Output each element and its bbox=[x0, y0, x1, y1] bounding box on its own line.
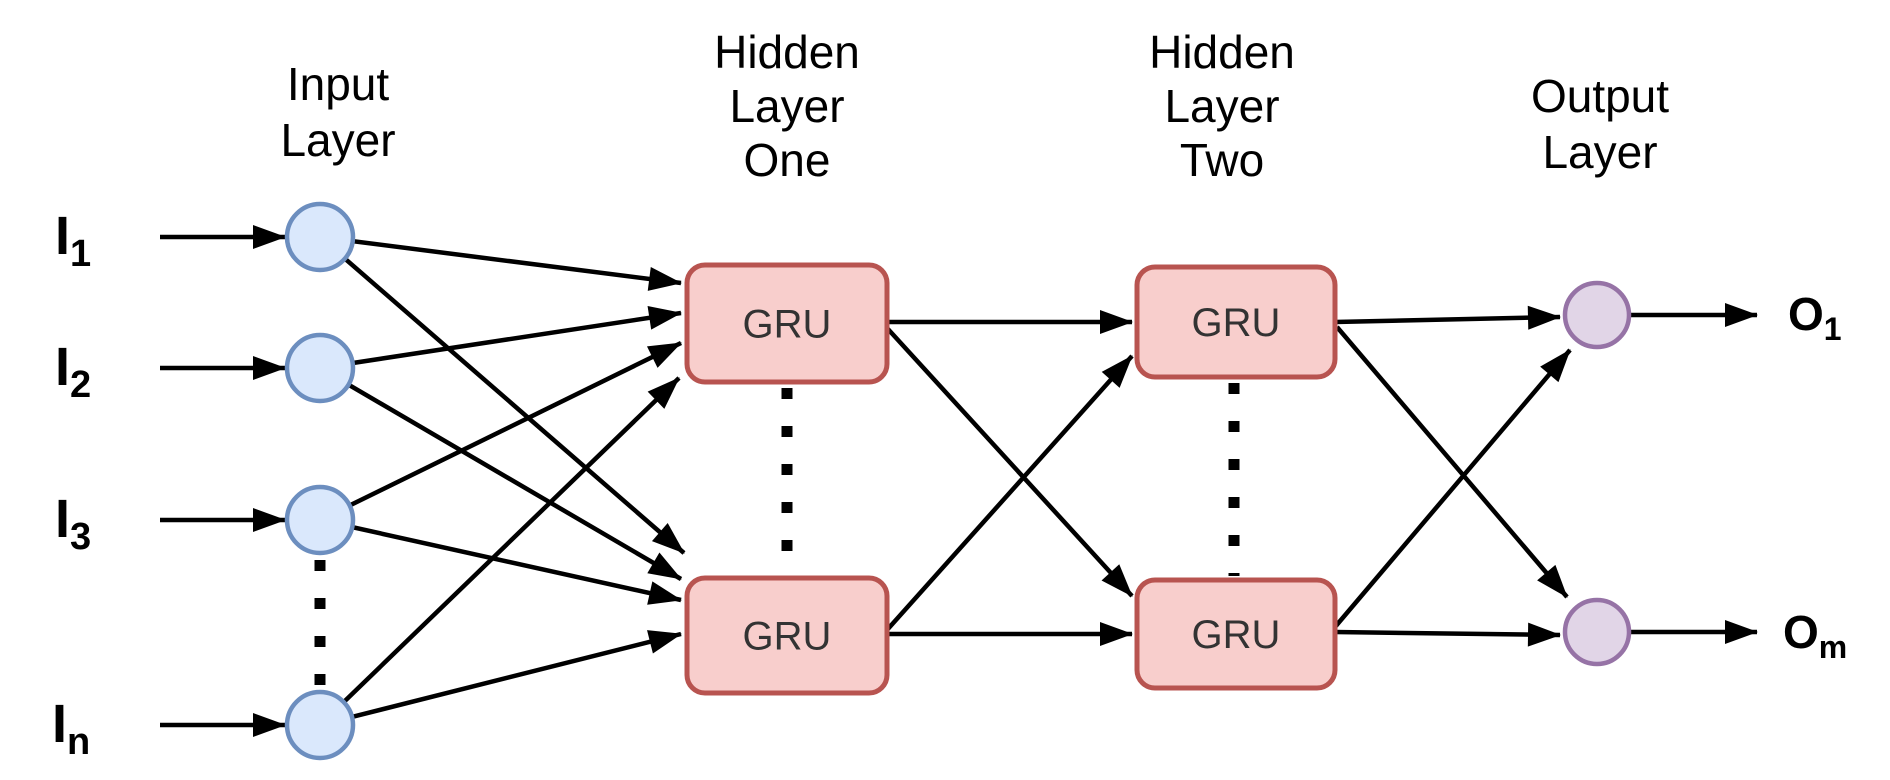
gru-hidden1-top bbox=[684, 262, 890, 385]
output-node-m bbox=[1562, 597, 1632, 667]
input-label-text: I bbox=[55, 489, 70, 549]
input-node-2 bbox=[284, 332, 356, 404]
gru-hidden2-top-label: GRU bbox=[1192, 301, 1281, 345]
output-label-subscript: 1 bbox=[1824, 311, 1842, 347]
input-node-1 bbox=[284, 201, 356, 273]
edge-input3-to-gru1top bbox=[319, 340, 682, 523]
edge-gru1top-to-gru2bot bbox=[885, 326, 1134, 598]
input-label-text: I bbox=[55, 206, 70, 266]
edge-input3-to-gru1bot bbox=[319, 517, 682, 605]
input-label-subscript: n bbox=[67, 721, 90, 763]
gru-hidden1-bottom-label: GRU bbox=[743, 615, 832, 659]
layer-title-hidden-one-line-2: Layer bbox=[729, 80, 844, 132]
edge-inputn-to-gru1bot bbox=[319, 630, 682, 728]
output-node-1-label: O1 bbox=[1788, 288, 1842, 347]
edge-input2-to-gru1bot bbox=[318, 366, 683, 581]
input-label-text: I bbox=[52, 694, 67, 754]
output-label-text: O bbox=[1783, 606, 1819, 658]
input-label-subscript: 3 bbox=[70, 516, 91, 558]
layer-title-hidden-two-line-1: Hidden bbox=[1149, 26, 1295, 78]
edge-gru1bot-to-gru2top bbox=[885, 354, 1134, 632]
output-label-subscript: m bbox=[1819, 629, 1847, 665]
edge-inputn-to-gru1top bbox=[318, 376, 681, 727]
input-label-text: I bbox=[55, 337, 70, 397]
layer-title-input-line-1: Input bbox=[287, 58, 390, 110]
edge-input1-to-gru1top bbox=[319, 234, 682, 291]
edge-gru2bot-to-outputm bbox=[1334, 622, 1561, 647]
input-node-3-label: I3 bbox=[55, 489, 91, 558]
layer-title-output-line-1: Output bbox=[1531, 70, 1669, 122]
output-node-m-label: Om bbox=[1783, 606, 1847, 665]
gru-hidden2-top bbox=[1134, 264, 1338, 380]
input-node-1-label: I1 bbox=[55, 206, 91, 275]
edge-gru2bot-to-output1 bbox=[1333, 348, 1572, 629]
input-node-2-label: I2 bbox=[55, 337, 91, 406]
layer-title-hidden-one-line-3: One bbox=[744, 134, 831, 186]
input-label-subscript: 2 bbox=[70, 364, 91, 406]
layer-title-hidden-two-line-2: Layer bbox=[1164, 80, 1279, 132]
edge-gru2top-to-outputm bbox=[1335, 325, 1569, 599]
input-node-n-label: In bbox=[52, 694, 90, 763]
edge-input1-to-gru1bot bbox=[318, 235, 686, 555]
gru-hidden1-bottom bbox=[684, 575, 890, 696]
output-label-text: O bbox=[1788, 288, 1824, 340]
input-node-3 bbox=[284, 484, 356, 556]
input-node-n bbox=[284, 689, 356, 761]
input-label-subscript: 1 bbox=[70, 233, 91, 275]
layer-title-input-line-2: Layer bbox=[280, 114, 395, 166]
layer-title-hidden-two-line-3: Two bbox=[1180, 134, 1264, 186]
edge-input2-to-gru1top bbox=[319, 305, 682, 371]
gru-hidden2-bottom-label: GRU bbox=[1192, 613, 1281, 657]
gru-hidden1-top-label: GRU bbox=[743, 303, 832, 347]
edge-gru2top-to-output1 bbox=[1334, 305, 1561, 330]
layer-title-output-line-2: Layer bbox=[1542, 126, 1657, 178]
layer-title-hidden-one-line-1: Hidden bbox=[714, 26, 860, 78]
gru-hidden2-bottom bbox=[1134, 577, 1338, 691]
output-node-1 bbox=[1562, 280, 1632, 350]
